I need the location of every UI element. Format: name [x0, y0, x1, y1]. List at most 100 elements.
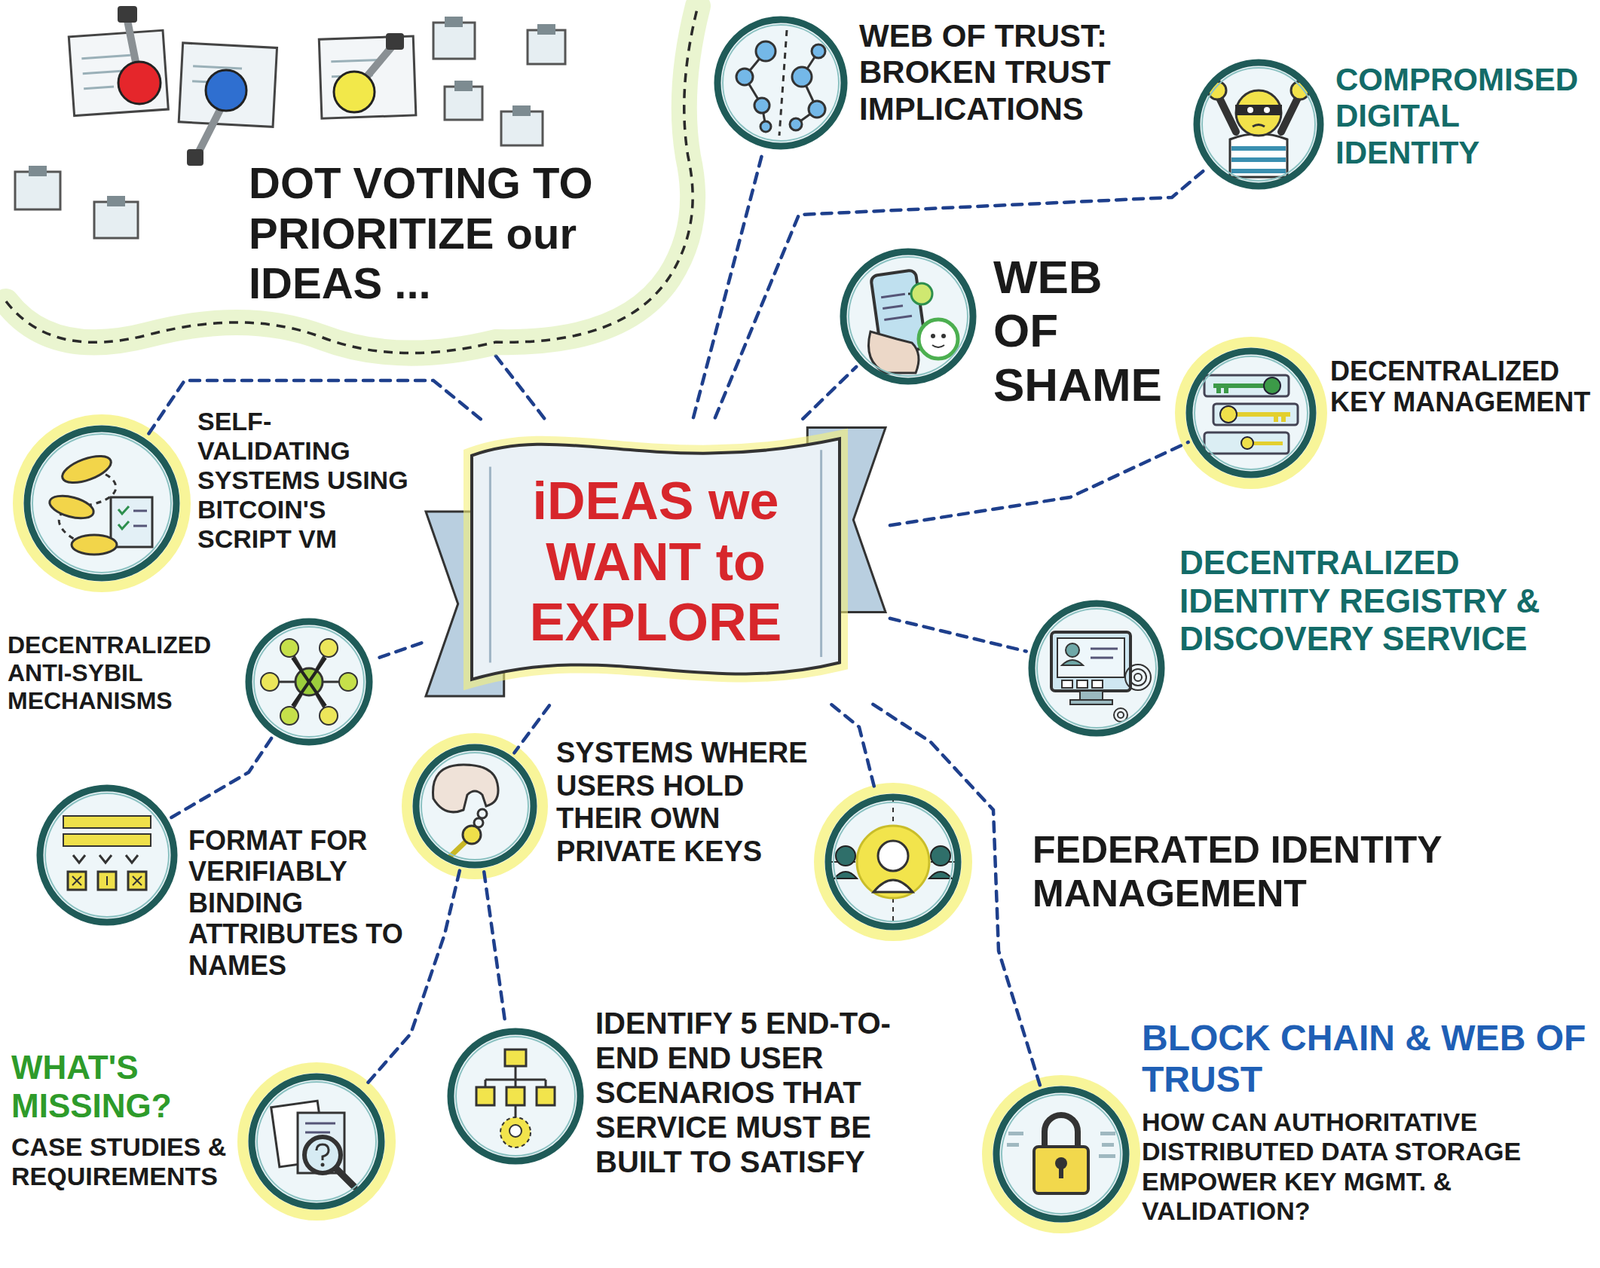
monitor-icon	[1061, 680, 1073, 689]
circle-inner-ring	[45, 793, 169, 918]
dot-voting-cloud: DOT VOTING TO PRIORITIZE our IDEAS ...	[6, 6, 707, 347]
magnifier-icon	[316, 1144, 329, 1161]
text-column: iDEAS we WANT to EXPLORE	[513, 471, 799, 654]
yellow-halos	[18, 419, 186, 588]
node-heading: BLOCK CHAIN & WEB OF TRUST	[1141, 1017, 1594, 1101]
sticky-notes	[512, 105, 531, 117]
text-column: WHAT'S MISSING?CASE STUDIES & REQUIREMEN…	[11, 1049, 242, 1192]
anti-sybil-icon	[248, 621, 370, 743]
hand-key-icon	[416, 747, 534, 866]
hand-key-icon	[462, 826, 481, 845]
magnifier-icon	[297, 1113, 345, 1174]
coins-icon	[133, 525, 147, 528]
dashed-connector	[513, 705, 550, 753]
circle-inner-ring	[253, 627, 365, 738]
phone-icon	[881, 293, 906, 297]
burglar-icon	[1231, 168, 1286, 174]
circle-outline	[843, 251, 973, 382]
scenario-tree-icon	[476, 1087, 495, 1106]
sticky-notes	[178, 42, 277, 127]
circle-shape	[22, 424, 181, 583]
monitor-icon	[1076, 680, 1088, 689]
sticky-notes	[527, 30, 566, 65]
circle-outline	[828, 797, 958, 927]
network-icon	[808, 100, 826, 118]
monitor-icon	[1031, 603, 1162, 734]
padlock-icon	[1101, 1143, 1114, 1148]
phone-icon	[882, 305, 903, 309]
circle-shape	[244, 617, 374, 747]
sticky-notes	[333, 71, 375, 113]
sticky-notes	[454, 80, 473, 92]
circle-inner-ring	[722, 24, 839, 141]
sticky-notes	[444, 16, 463, 28]
sticky-notes	[444, 86, 483, 120]
burglar-icon	[1231, 157, 1286, 163]
keys-icon	[1189, 351, 1313, 475]
coins-icon	[47, 492, 97, 524]
circle-inner-ring	[1194, 356, 1308, 470]
anti-sybil-icon	[292, 657, 326, 707]
text-column: IDENTIFY 5 END-TO-END END USER SCENARIOS…	[595, 1006, 920, 1180]
monitor-icon	[1092, 680, 1103, 689]
phone-icon	[941, 333, 946, 339]
federation-icon	[930, 846, 951, 866]
yellow-halos	[987, 1080, 1135, 1229]
scenario-tree-icon	[509, 1125, 522, 1138]
keys-icon	[1213, 383, 1267, 389]
sticky-notes	[117, 6, 138, 23]
federation-icon	[834, 871, 857, 879]
phone-icon	[932, 345, 945, 348]
dashed-connector	[890, 442, 1189, 526]
circle-inner-ring	[455, 1037, 576, 1157]
text-column: COMPROMISED DIGITAL IDENTITY	[1335, 61, 1592, 172]
sticky-notes	[178, 42, 277, 127]
circle-outline	[39, 788, 175, 923]
circle-outline	[1196, 62, 1321, 187]
padlock-icon	[1044, 1115, 1078, 1149]
coins-icon	[71, 535, 117, 555]
idea-circle: SELF-VALIDATING SYSTEMS USING BITCOIN'S …	[22, 424, 181, 583]
circle-inner-ring	[32, 434, 172, 573]
monitor-icon	[1090, 648, 1118, 651]
text-column: SYSTEMS WHERE USERS HOLD THEIR OWN PRIVA…	[556, 737, 832, 869]
dashed-connector	[364, 871, 460, 1088]
node-heading: IDENTIFY 5 END-TO-END END USER SCENARIOS…	[595, 1006, 920, 1180]
phone-icon	[918, 319, 958, 359]
coins-icon	[27, 428, 177, 579]
monitor-icon	[1065, 643, 1080, 658]
binding-icon	[63, 834, 151, 847]
monitor-icon	[1031, 603, 1162, 734]
sticky-notes	[68, 30, 169, 116]
coins-icon	[58, 450, 114, 489]
monitor-icon	[1134, 673, 1142, 682]
circle-shape	[1027, 599, 1166, 738]
monitor-icon	[1129, 669, 1147, 686]
node-heading: SELF-VALIDATING SYSTEMS USING BITCOIN'S …	[197, 406, 424, 554]
binding-icon	[72, 876, 142, 886]
magnifier-icon	[336, 1168, 355, 1187]
text-column: DECENTRALIZED IDENTITY REGISTRY & DISCOV…	[1179, 544, 1591, 659]
yellow-halos	[1180, 342, 1322, 484]
circle-inner-ring	[848, 256, 968, 377]
keys-icon	[1213, 403, 1298, 426]
network-icon	[754, 97, 770, 114]
anti-sybil-icon	[280, 706, 299, 726]
anti-sybil-icon	[248, 621, 370, 743]
text-column: BLOCK CHAIN & WEB OF TRUSTHOW CAN AUTHOR…	[1141, 1017, 1594, 1227]
burglar-icon	[1235, 90, 1282, 136]
burglar-icon	[1247, 107, 1254, 114]
binding-icon	[39, 788, 175, 923]
binding-icon	[63, 816, 151, 829]
yellow-halos	[18, 342, 1322, 1229]
circle-shape	[247, 1072, 386, 1212]
keys-icon	[1241, 437, 1254, 450]
circle-inner-ring	[833, 802, 953, 922]
sticky-notes	[186, 149, 204, 166]
node-heading: COMPROMISED DIGITAL IDENTITY	[1335, 61, 1592, 172]
anti-sybil-icon	[260, 639, 358, 726]
anti-sybil-icon	[260, 673, 279, 692]
coins-icon	[27, 428, 177, 579]
burglar-icon	[1196, 62, 1321, 187]
